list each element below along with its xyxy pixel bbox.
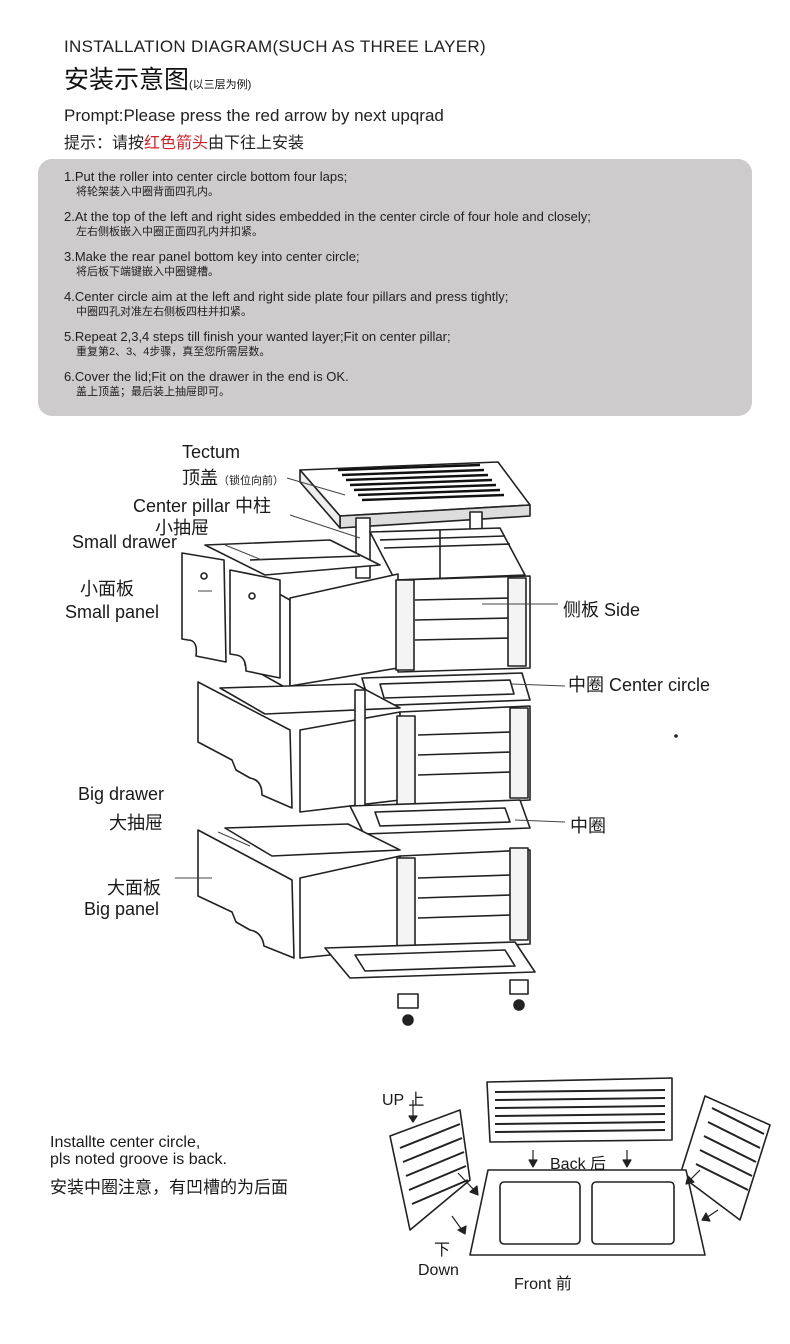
step-cn: 将后板下端键嵌入中圈键槽。 <box>76 266 219 278</box>
steps-box: 1.Put the roller into center circle bott… <box>38 159 752 416</box>
step-5: 5.Repeat 2,3,4 steps till finish your wa… <box>64 329 451 359</box>
tectum-note: （锁位向前） <box>218 475 284 487</box>
right-side-panel-small-view <box>679 1095 771 1221</box>
left-side-panel-small-view <box>389 1109 471 1231</box>
leader-lines <box>175 477 566 879</box>
prompt-cn: 提示：请按红色箭头由下往上安装 <box>64 129 304 153</box>
tectum-label-cn: 顶盖（锁位向前） <box>182 464 284 490</box>
top-tier-front <box>289 573 531 687</box>
step-en: 6.Cover the lid;Fit on the drawer in the… <box>64 369 349 384</box>
prompt-en: Prompt:Please press the red arrow by nex… <box>64 106 444 125</box>
down-label-en: Down <box>418 1262 459 1279</box>
step-cn: 盖上顶盖；最后装上抽屉即可。 <box>76 386 230 398</box>
tectum-cn: 顶盖 <box>182 468 218 488</box>
big-drawer-label-cn: 大抽屉 <box>109 813 163 833</box>
upper-center-circle <box>361 672 531 707</box>
step-en: 3.Make the rear panel bottom key into ce… <box>64 249 360 264</box>
diagram-title-en: INSTALLATION DIAGRAM(SUCH AS THREE LAYER… <box>64 37 486 56</box>
down-label-cn: 下 <box>434 1242 451 1259</box>
step-3: 3.Make the rear panel bottom key into ce… <box>64 249 360 279</box>
small-drawer-label-cn: 小抽屉 <box>155 518 209 538</box>
step-2: 2.At the top of the left and right sides… <box>64 209 591 239</box>
stray-dot <box>674 734 678 738</box>
title-cn-note: (以三层为例) <box>189 79 252 91</box>
small-panels <box>181 552 281 679</box>
center-circle-label-cn: 中圈 <box>570 816 606 836</box>
title-cn-main: 安装示意图 <box>64 66 190 94</box>
step-en: 4.Center circle aim at the left and righ… <box>64 289 509 304</box>
groove-note-cn: 安装中圈注意，有凹槽的为后面 <box>50 1178 288 1197</box>
top-tier-frame <box>369 527 526 581</box>
big-panel-label-cn: 大面板 <box>107 878 161 898</box>
step-cn: 中圈四孔对准左右侧板四柱并扣紧。 <box>76 306 252 318</box>
big-panel-label-en: Big panel <box>84 899 160 919</box>
groove-note-en: Installte center circle,pls noted groove… <box>50 1134 227 1168</box>
bottom-tier <box>197 823 531 959</box>
rollers <box>397 979 529 1026</box>
step-en: 1.Put the roller into center circle bott… <box>64 169 348 184</box>
step-en: 5.Repeat 2,3,4 steps till finish your wa… <box>64 329 451 344</box>
middle-tier <box>197 681 531 813</box>
center-pillar-label: Center pillar 中柱 <box>133 496 272 516</box>
small-panel-label-cn: 小面板 <box>80 579 134 599</box>
step-4: 4.Center circle aim at the left and righ… <box>64 289 508 319</box>
groove-note-line1: Installte center circle, <box>50 1134 201 1151</box>
center-circle-small-view <box>469 1169 706 1256</box>
lower-center-circle <box>349 799 531 835</box>
groove-note-line2: pls noted groove is back. <box>50 1151 227 1168</box>
side-label: 侧板 Side <box>563 600 641 620</box>
step-1: 1.Put the roller into center circle bott… <box>64 169 347 199</box>
big-drawer-label-en: Big drawer <box>78 784 165 804</box>
small-drawer-label-en: Small drawer <box>72 532 178 552</box>
small-panel-label-en: Small panel <box>65 602 160 622</box>
front-label: Front 前 <box>514 1276 572 1293</box>
step-en: 2.At the top of the left and right sides… <box>64 209 591 224</box>
center-circle-label: 中圈 Center circle <box>568 675 711 695</box>
prompt-cn-suffix: 由下往上安装 <box>208 135 305 152</box>
base-center-circle <box>324 941 536 979</box>
up-label: UP 上 <box>382 1092 425 1109</box>
step-cn: 重复第2、3、4步骤，真至您所需层数。 <box>76 346 271 358</box>
tectum-lid <box>299 461 531 529</box>
diagram-title-cn: 安装示意图(以三层为例) <box>64 60 251 96</box>
step-cn: 左右侧板嵌入中圈正面四孔内并扣紧。 <box>76 226 263 238</box>
tectum-label-en: Tectum <box>182 442 241 462</box>
prompt-cn-red: 红色箭头 <box>144 135 209 152</box>
direction-arrows <box>408 1100 719 1235</box>
step-cn: 将轮架装入中圈背面四孔内。 <box>76 186 219 198</box>
step-6: 6.Cover the lid;Fit on the drawer in the… <box>64 369 349 399</box>
back-panel-small-view <box>486 1077 673 1143</box>
prompt-cn-prefix: 提示：请按 <box>64 135 145 152</box>
back-label: Back 后 <box>550 1156 607 1173</box>
